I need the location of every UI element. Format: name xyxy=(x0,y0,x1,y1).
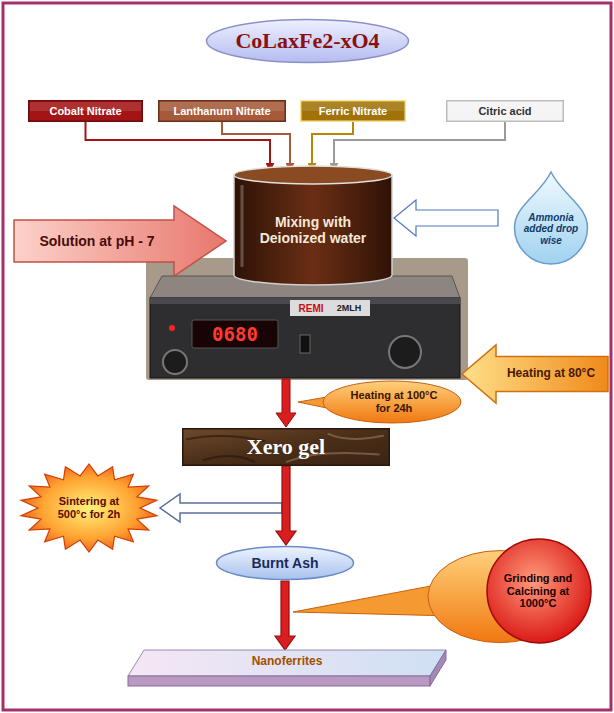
feed-line xyxy=(86,122,271,171)
node-text: Cobalt Nitrate xyxy=(49,105,121,118)
reagent-box: Cobalt Nitrate xyxy=(28,100,143,122)
feed-line xyxy=(334,122,505,171)
text-area: Lanthanum Nitrate xyxy=(161,102,283,120)
title-ellipse: CoLaxFe2-xO4 xyxy=(205,18,410,64)
arrow-fill xyxy=(14,206,226,276)
flow-arrow xyxy=(276,466,296,545)
node-text: Ferric Nitrate xyxy=(319,105,387,118)
display-reading: 0680 xyxy=(195,322,275,346)
reagent-box: Ferric Nitrate xyxy=(300,100,406,122)
circle-fill xyxy=(487,539,591,643)
ellipse-fill xyxy=(217,547,354,580)
model-label: 2MLH xyxy=(330,302,368,315)
brand-label: REMI xyxy=(292,302,330,315)
text-area: Heating at 100°C for 24h xyxy=(342,384,446,420)
text-area: Nanoferrites xyxy=(148,652,426,672)
text-area: Grinding and Calcining at 1000°C xyxy=(493,565,583,617)
reagent-drop: Ammonia added drop wise xyxy=(498,170,604,266)
starburst-fill xyxy=(21,464,157,552)
node-text: Grinding and Calcining at 1000°C xyxy=(493,572,583,610)
node-text: Solution at pH - 7 xyxy=(39,233,154,249)
reagent-box: Lanthanum Nitrate xyxy=(158,100,286,122)
node-text: Lanthanum Nitrate xyxy=(173,105,270,118)
text-area: Citric acid xyxy=(449,102,561,120)
product-ellipse: Burnt Ash xyxy=(215,545,355,581)
product-box: Xero gel xyxy=(182,428,390,466)
callout-circle: Grinding and Calcining at 1000°C xyxy=(420,535,607,647)
node-text: Ammonia added drop wise xyxy=(520,212,582,247)
box-fill xyxy=(29,101,143,122)
beaker-vessel: Mixing with Deionized water xyxy=(232,165,394,285)
slab-front xyxy=(128,676,430,686)
process-arrow: Heating at 80°C xyxy=(462,345,608,403)
marble-streak xyxy=(328,434,384,439)
arrow-fill xyxy=(462,345,608,403)
flow-arrow xyxy=(276,379,296,427)
beaker-rim xyxy=(234,166,392,184)
node-text: Sintering at 500°c for 2h xyxy=(50,495,128,520)
text-area: Heating at 80°C xyxy=(498,357,604,391)
node-text: CoLaxFe2-xO4 xyxy=(235,28,379,53)
feed-line xyxy=(312,122,353,171)
text-area: Xero gel xyxy=(190,431,382,463)
product-slab: Nanoferrites xyxy=(128,650,446,686)
node-text: Xero gel xyxy=(247,434,325,459)
callout-fill xyxy=(323,381,461,423)
node-text: Nanoferrites xyxy=(252,655,323,669)
flow-arrow xyxy=(394,200,498,236)
node-text: Mixing with Deionized water xyxy=(244,214,382,246)
text-area: Ferric Nitrate xyxy=(303,102,403,120)
text-area: Solution at pH - 7 xyxy=(22,222,172,260)
slab-side xyxy=(430,650,446,686)
node-text: Heating at 100°C for 24h xyxy=(342,389,446,414)
node-text: Heating at 80°C xyxy=(507,367,595,381)
text-area: Ammonia added drop wise xyxy=(520,206,582,252)
slab-top xyxy=(128,650,446,676)
callout-tail xyxy=(293,585,440,615)
text-area: Sintering at 500°c for 2h xyxy=(50,486,128,530)
starburst: Sintering at 500°c for 2h xyxy=(18,462,160,554)
glass-highlight xyxy=(241,185,244,267)
marble-fill xyxy=(183,429,390,466)
node-text: Burnt Ash xyxy=(251,555,318,571)
box-fill xyxy=(301,101,406,122)
text-area: CoLaxFe2-xO4 xyxy=(225,24,390,58)
process-arrow: Solution at pH - 7 xyxy=(14,206,226,276)
drop-fill xyxy=(515,172,588,264)
text-area: Mixing with Deionized water xyxy=(244,195,382,265)
reagent-box: Citric acid xyxy=(446,100,564,122)
node-text: Citric acid xyxy=(478,105,531,118)
text-area: Burnt Ash xyxy=(229,549,341,577)
callout-oval: Heating at 100°C for 24h xyxy=(322,380,462,424)
box-fill xyxy=(159,101,286,122)
feed-line xyxy=(222,122,290,171)
ellipse-fill xyxy=(207,20,409,63)
hollow-arrow xyxy=(160,494,282,522)
beaker-body xyxy=(234,175,392,285)
flow-arrow xyxy=(275,581,295,650)
page-frame xyxy=(3,3,611,710)
box-fill xyxy=(447,101,564,122)
text-area: Cobalt Nitrate xyxy=(31,102,140,120)
